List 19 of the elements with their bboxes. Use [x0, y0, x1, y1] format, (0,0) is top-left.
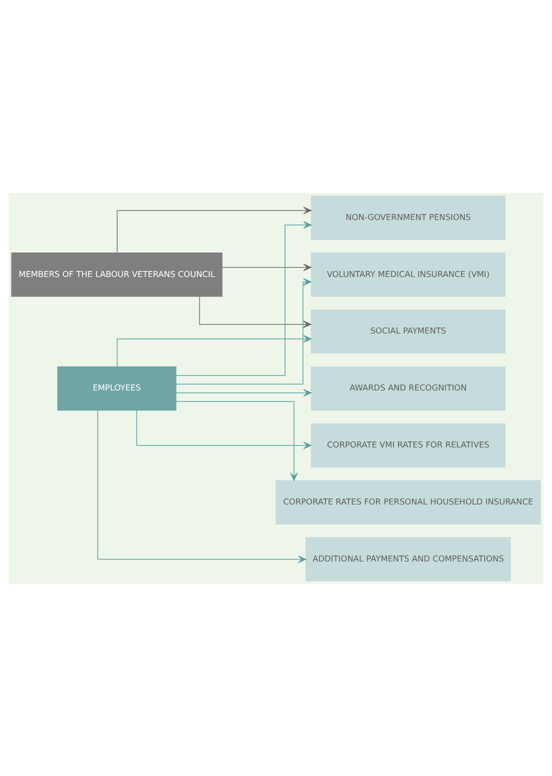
node-box: EMPLOYEES: [57, 366, 176, 410]
arrow: [222, 263, 312, 271]
arrow: [176, 278, 312, 384]
node-box: VOLUNTARY MEDICAL INSURANCE (VMI): [310, 252, 506, 296]
node-box: ADDITIONAL PAYMENTS AND COMPENSATIONS: [306, 536, 511, 581]
node-box: CORPORATE VMI RATES FOR RELATIVES: [310, 422, 506, 468]
arrow: [97, 410, 306, 563]
node-box: CORPORATE RATES FOR PERSONAL HOUSEHOLD INSURANCE: [276, 480, 541, 524]
node-box: MEMBERS OF THE LABOUR VETERANS COUNCIL: [11, 252, 222, 296]
arrow: [116, 206, 312, 253]
arrow: [176, 400, 298, 480]
arrow: [176, 388, 312, 396]
arrow: [116, 334, 312, 366]
node-box: NON-GOVERNMENT PENSIONS: [310, 195, 506, 240]
node-box: AWARDS AND RECOGNITION: [310, 366, 506, 410]
node-box: SOCIAL PAYMENTS: [310, 308, 506, 354]
arrow: [136, 409, 312, 449]
arrow: [199, 296, 312, 328]
arrow: [176, 220, 312, 376]
